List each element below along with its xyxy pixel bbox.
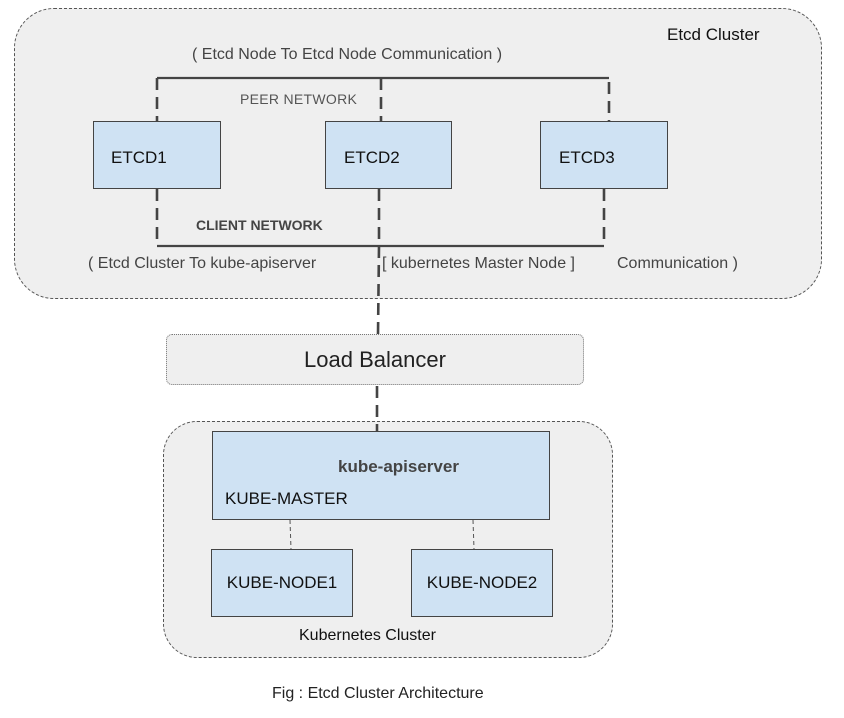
client-communication-label-1: ( Etcd Cluster To kube-apiserver [88, 255, 317, 272]
peer-network-label: PEER NETWORK [240, 91, 358, 107]
etcd-node-3: ETCD3 [540, 121, 668, 189]
kube-node-2-label: KUBE-NODE2 [426, 573, 538, 592]
link-client-to-lb [376, 245, 381, 335]
link-master-node2 [472, 519, 475, 550]
kube-node-2: KUBE-NODE2 [411, 549, 553, 617]
etcd-node-2-label: ETCD2 [344, 148, 400, 167]
etcd-node-2: ETCD2 [325, 121, 452, 189]
etcd-node-3-label: ETCD3 [559, 148, 615, 167]
kube-apiserver-label: kube-apiserver [338, 457, 459, 476]
load-balancer: Load Balancer [166, 334, 584, 385]
etcd-node-1-label: ETCD1 [111, 148, 167, 167]
etcd-node-1: ETCD1 [93, 121, 221, 189]
kubernetes-cluster-title: Kubernetes Cluster [299, 627, 436, 644]
figure-caption: Fig : Etcd Cluster Architecture [272, 685, 484, 702]
kube-master-label: KUBE-MASTER [225, 489, 348, 508]
load-balancer-label: Load Balancer [304, 346, 446, 372]
client-network-label: CLIENT NETWORK [196, 217, 323, 233]
peer-communication-label: ( Etcd Node To Etcd Node Communication ) [192, 46, 503, 63]
client-communication-label-2: [ kubernetes Master Node ] [382, 255, 575, 272]
client-communication-label-3: Communication ) [617, 255, 738, 272]
kube-node-1: KUBE-NODE1 [211, 549, 353, 617]
kube-node-1-label: KUBE-NODE1 [226, 573, 338, 592]
kube-master-node: kube-apiserver KUBE-MASTER [212, 431, 550, 520]
link-master-node1 [289, 519, 292, 550]
etcd-cluster-title: Etcd Cluster [667, 25, 760, 44]
